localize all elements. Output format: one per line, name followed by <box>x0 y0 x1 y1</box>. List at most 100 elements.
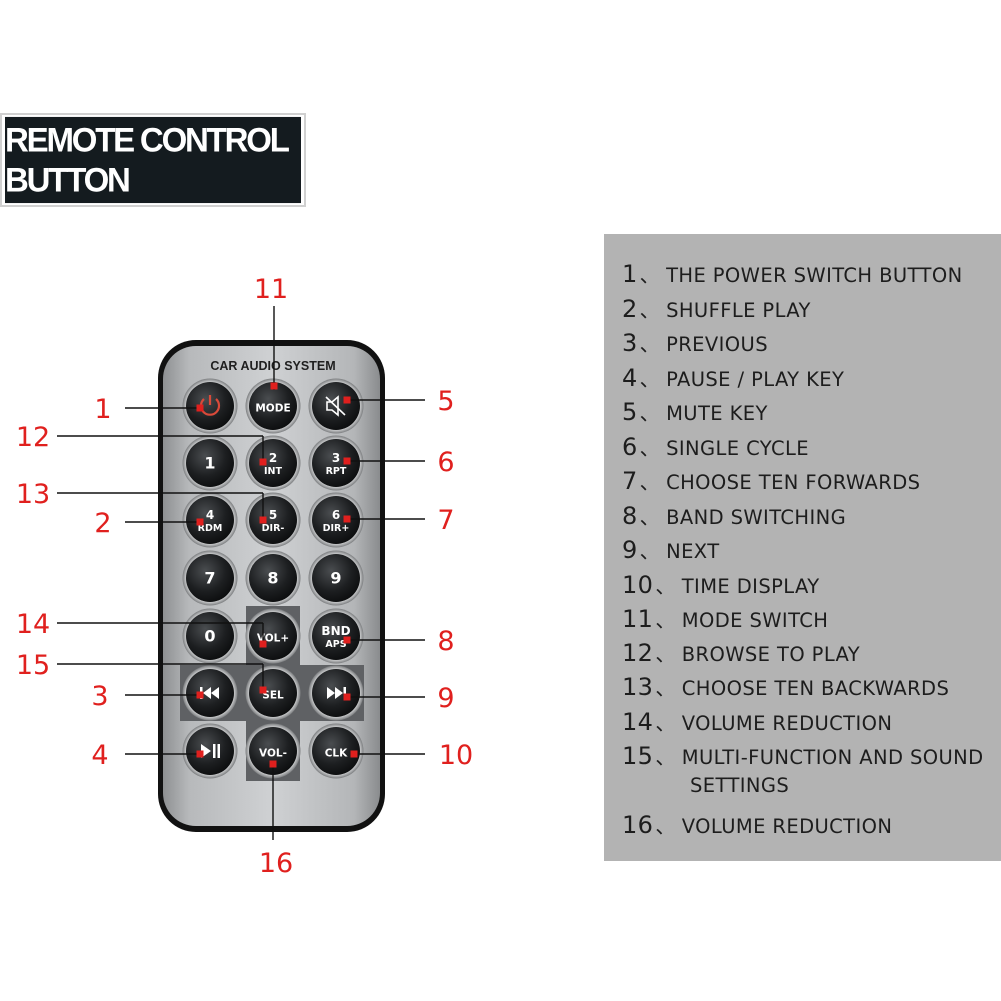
b9-label: 9 <box>330 569 341 588</box>
legend-separator: 、 <box>655 574 676 598</box>
callout-7: 7 <box>343 505 455 536</box>
legend-text: PREVIOUS <box>666 333 768 356</box>
legend-separator: 、 <box>639 505 661 529</box>
callout-number: 9 <box>437 683 454 714</box>
legend-item: 8、BAND SWITCHING <box>622 501 846 530</box>
mode-button[interactable]: MODE <box>245 378 301 434</box>
legend-separator: 、 <box>655 745 676 769</box>
legend-separator: 、 <box>639 436 661 460</box>
legend-number: 5 <box>622 398 638 426</box>
legend-separator: 、 <box>639 298 661 322</box>
playpause-button[interactable] <box>182 723 238 779</box>
legend-number: 3 <box>622 329 638 357</box>
callout-1: 1 <box>94 394 204 425</box>
b0-button[interactable]: 0 <box>182 608 238 664</box>
legend-number: 6 <box>622 433 638 461</box>
callout-number: 4 <box>91 740 108 771</box>
legend-number: 10 <box>622 571 654 599</box>
legend-separator: 、 <box>639 332 661 356</box>
prev-button[interactable] <box>182 665 238 721</box>
legend-separator: 、 <box>639 539 661 563</box>
legend-number: 1 <box>622 260 638 288</box>
callout-number: 14 <box>16 609 50 640</box>
legend-separator: 、 <box>639 470 661 494</box>
next-icon <box>327 687 346 699</box>
legend-separator: 、 <box>655 608 676 632</box>
callout-13: 13 <box>16 479 267 524</box>
b9-button[interactable]: 9 <box>308 550 364 606</box>
legend-separator: 、 <box>639 401 661 425</box>
b1-label: 1 <box>204 454 215 473</box>
legend-text: CHOOSE TEN BACKWARDS <box>681 677 950 700</box>
b8-button[interactable]: 8 <box>245 550 301 606</box>
legend-text: NEXT <box>666 540 720 563</box>
b1-button[interactable]: 1 <box>182 435 238 491</box>
legend-item: 10、TIME DISPLAY <box>622 570 820 599</box>
legend-text: BROWSE TO PLAY <box>681 643 861 666</box>
clk-label: CLK <box>325 748 348 760</box>
legend-number: 16 <box>622 811 654 839</box>
mute-button[interactable] <box>308 378 364 434</box>
clk-button[interactable]: CLK <box>308 723 364 779</box>
legend-separator: 、 <box>639 367 661 391</box>
legend-text: TIME DISPLAY <box>681 575 820 598</box>
callout-number: 1 <box>94 394 111 425</box>
legend-item: 9、NEXT <box>622 535 720 564</box>
callout-4: 4 <box>91 740 204 771</box>
b6-sub-label: DIR+ <box>323 523 350 534</box>
sel-label: SEL <box>262 690 284 702</box>
power-icon <box>199 395 221 416</box>
b4-sub-label: RDM <box>198 523 223 534</box>
legend-text: CHOOSE TEN FORWARDS <box>666 471 921 494</box>
callout-number: 10 <box>439 740 473 771</box>
legend-item: 15、MULTI-FUNCTION AND SOUND <box>622 741 984 770</box>
volup-button[interactable]: VOL+ <box>245 608 301 664</box>
callout-12: 12 <box>16 422 267 466</box>
legend-separator: 、 <box>655 676 676 700</box>
callout-number: 12 <box>16 422 50 453</box>
b5-label: 5 <box>269 508 277 522</box>
b2-label: 2 <box>269 451 277 465</box>
legend-item: 2、SHUFFLE PLAY <box>622 294 811 323</box>
voldown-button[interactable]: VOL- <box>245 723 301 779</box>
callout-6: 6 <box>343 447 455 478</box>
legend-number: 2 <box>622 295 638 323</box>
legend-text: VOLUME REDUCTION <box>681 815 893 838</box>
bnd-sub-label: APS <box>325 639 346 650</box>
legend-number: 9 <box>622 536 638 564</box>
legend-text: MUTE KEY <box>666 402 768 425</box>
sel-button[interactable]: SEL <box>245 665 301 721</box>
callout-number: 3 <box>91 681 108 712</box>
voldown-label: VOL- <box>259 748 287 760</box>
legend-text: PAUSE / PLAY KEY <box>666 368 845 391</box>
legend-separator: 、 <box>655 642 676 666</box>
b3-label: 3 <box>332 451 340 465</box>
legend-separator: 、 <box>655 814 676 838</box>
callout-8: 8 <box>343 626 455 657</box>
b4-label: 4 <box>206 508 214 522</box>
callout-number: 8 <box>437 626 454 657</box>
next-button[interactable] <box>308 665 364 721</box>
legend-item: 3、PREVIOUS <box>622 328 768 357</box>
b7-button[interactable]: 7 <box>182 550 238 606</box>
callout-number: 15 <box>16 650 50 681</box>
legend-number: 15 <box>622 742 654 770</box>
mute-icon <box>325 395 346 417</box>
callout-11: 11 <box>254 274 288 390</box>
callout-5: 5 <box>343 386 455 417</box>
bnd-label: BND <box>321 624 350 638</box>
legend-number: 7 <box>622 467 638 495</box>
power-button[interactable] <box>182 378 238 434</box>
callout-number: 5 <box>437 386 454 417</box>
legend-item: 7、CHOOSE TEN FORWARDS <box>622 466 920 495</box>
legend-text: SINGLE CYCLE <box>666 437 810 460</box>
legend-number: 4 <box>622 364 638 392</box>
